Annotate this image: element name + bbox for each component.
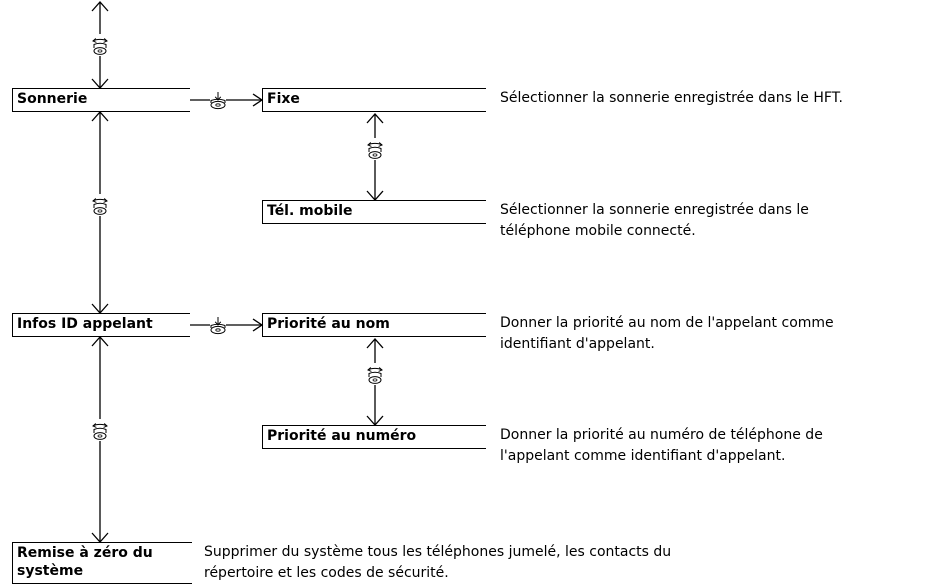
press-selector-icon: [210, 91, 226, 110]
option-label: Priorité au numéro: [267, 428, 417, 444]
description-priorite-nom: Donner la priorité au nom de l'appelant …: [500, 313, 834, 355]
option-priorite-nom: Priorité au nom: [262, 313, 486, 337]
description-line: Supprimer du système tous les téléphones…: [204, 544, 672, 560]
description-fixe: Sélectionner la sonnerie enregistrée dan…: [500, 88, 843, 109]
description-line: téléphone mobile connecté.: [500, 223, 696, 239]
description-line: Donner la priorité au nom de l'appelant …: [500, 315, 834, 331]
option-tel-mobile: Tél. mobile: [262, 200, 486, 224]
description-line: l'appelant comme identifiant d'appelant.: [500, 448, 786, 464]
description-remise: Supprimer du système tous les téléphones…: [204, 542, 671, 584]
menu-item-infos-id: Infos ID appelant: [12, 313, 190, 337]
option-priorite-numero: Priorité au numéro: [262, 425, 486, 449]
menu-label-line: système: [17, 563, 84, 579]
menu-label-line: Remise à zéro du: [17, 545, 153, 561]
option-label: Tél. mobile: [267, 203, 353, 219]
description-tel-mobile: Sélectionner la sonnerie enregistrée dan…: [500, 200, 809, 242]
description-line: Sélectionner la sonnerie enregistrée dan…: [500, 90, 843, 106]
option-label: Fixe: [267, 91, 300, 107]
menu-item-sonnerie: Sonnerie: [12, 88, 190, 112]
description-line: Donner la priorité au numéro de téléphon…: [500, 427, 823, 443]
description-line: Sélectionner la sonnerie enregistrée dan…: [500, 202, 809, 218]
menu-item-remise: Remise à zéro du système: [12, 542, 192, 584]
option-label: Priorité au nom: [267, 316, 390, 332]
description-priorite-numero: Donner la priorité au numéro de téléphon…: [500, 425, 823, 467]
option-fixe: Fixe: [262, 88, 486, 112]
description-line: répertoire et les codes de sécurité.: [204, 565, 449, 581]
description-line: identifiant d'appelant.: [500, 336, 655, 352]
press-selector-icon: [210, 316, 226, 335]
menu-label: Sonnerie: [17, 91, 88, 107]
menu-label: Infos ID appelant: [17, 316, 153, 332]
